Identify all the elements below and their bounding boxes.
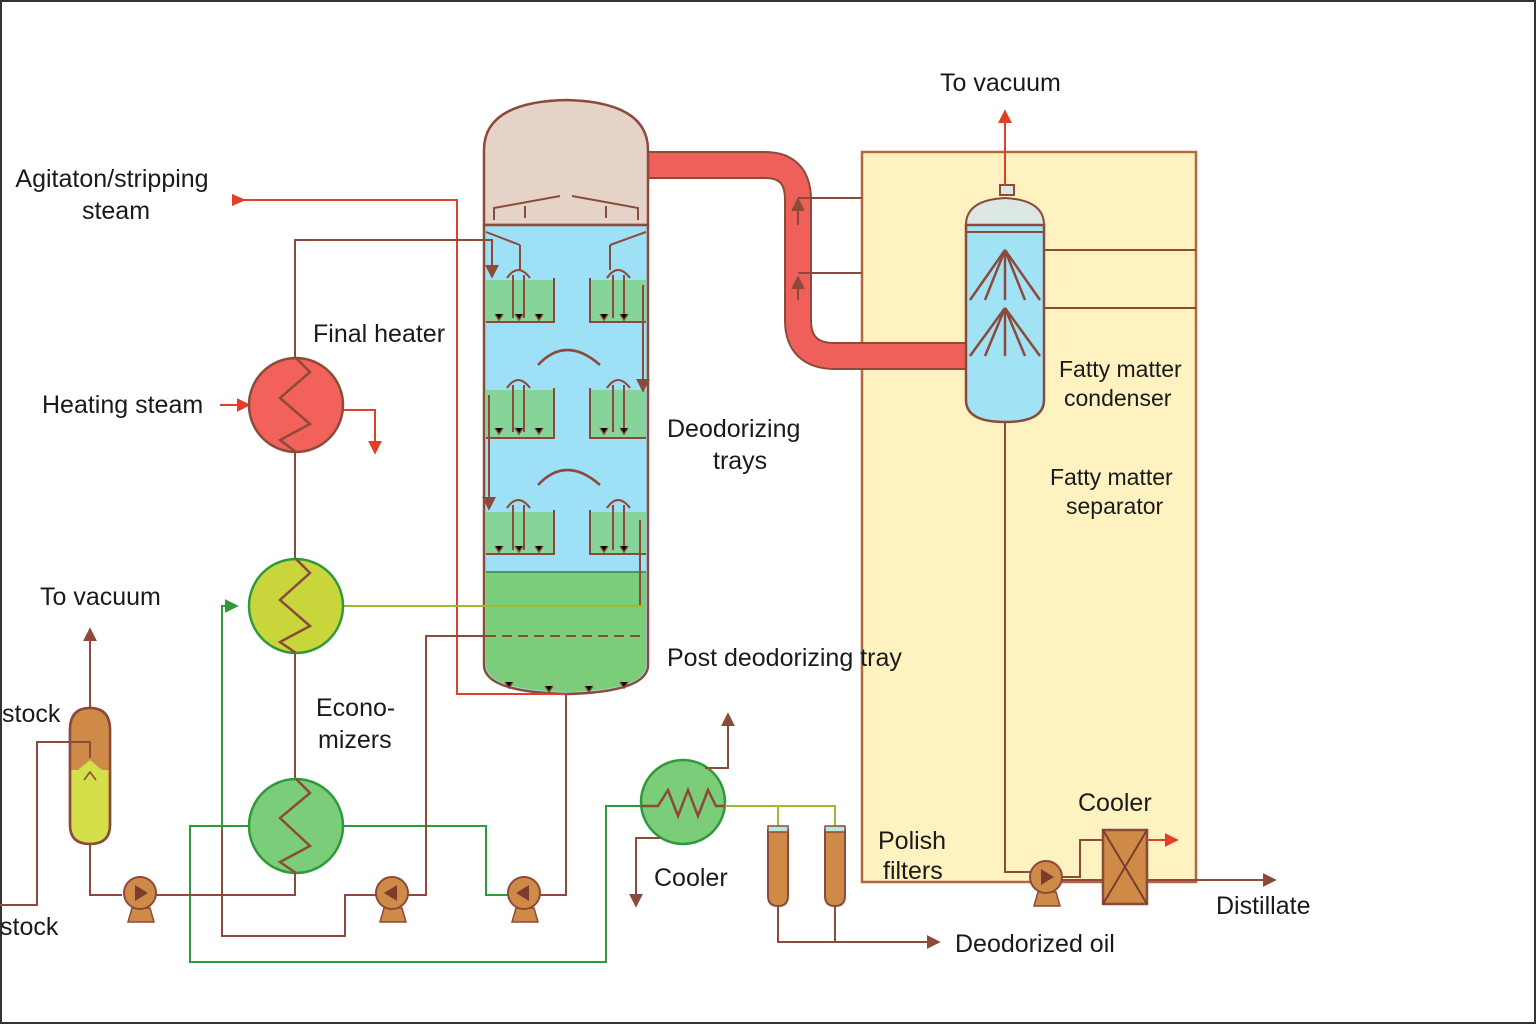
column-bottom-pump: [507, 876, 541, 923]
label-distillate: Distillate: [1216, 892, 1310, 920]
deodorized-oil-cold-line: [189, 805, 641, 963]
label-polish-filters-1: Polish: [878, 827, 946, 855]
feed-pump: [123, 876, 157, 923]
label-stripping-steam-1: Agitaton/stripping: [15, 165, 208, 193]
fatty-matter-condenser: [964, 184, 1046, 424]
label-stripping-steam-2: steam: [82, 197, 150, 225]
label-post-deodorizing-tray: Post deodorizing tray: [667, 644, 902, 672]
polish-filter-2: [824, 825, 846, 908]
final-heater: [247, 356, 345, 454]
economizer-green-line: [343, 825, 508, 896]
label-stock-upper: stock: [2, 700, 61, 728]
column-bottom-draw: [540, 694, 567, 896]
vapor-pipe: [648, 153, 966, 368]
stripping-steam-line: [232, 199, 566, 695]
deodorized-oil-out: [777, 906, 941, 949]
label-final-heater: Final heater: [313, 320, 445, 348]
deodorizer-column: [482, 98, 650, 696]
cooled-oil-line: [725, 805, 779, 826]
economizer-upper: [247, 557, 345, 655]
pump-to-cooler: [1062, 839, 1103, 878]
stripping-steam-arrow: [232, 194, 246, 206]
heating-steam-out: [343, 409, 382, 455]
label-to-vacuum-left: To vacuum: [40, 583, 161, 611]
economizer-lower: [247, 777, 345, 875]
label-fatty-condenser-1: Fatty matter: [1059, 356, 1182, 382]
label-economizers-2: mizers: [318, 726, 392, 754]
label-stock-lower: stock: [0, 913, 59, 941]
condensate-line: [1004, 422, 1030, 873]
label-economizers-1: Econo-: [316, 694, 395, 722]
cooled-oil-line-2: [740, 805, 836, 826]
circulation-pump: [375, 876, 409, 923]
label-to-vacuum-top: To vacuum: [940, 69, 1061, 97]
label-fatty-separator-1: Fatty matter: [1050, 464, 1173, 490]
label-polish-filters-2: filters: [883, 857, 943, 885]
post-tray-line: [408, 635, 486, 896]
cooler-water-out: [705, 712, 735, 769]
distillate-pump: [1029, 860, 1063, 907]
cooler-water-in: [629, 837, 660, 908]
feed-to-pump-line: [89, 844, 122, 896]
cold-oil-line: [221, 599, 239, 830]
pump-return-line: [221, 830, 376, 937]
oil-cooler: [639, 758, 727, 846]
feedstock-vessel: [68, 706, 112, 846]
label-cooler-right: Cooler: [1078, 789, 1152, 817]
oil-feed-line: [294, 239, 499, 826]
feedstock-in-line: [0, 741, 91, 906]
label-deodorizing-trays-1: Deodorizing: [667, 415, 800, 443]
feed-to-economizer-line: [155, 873, 296, 896]
polish-filter-1: [767, 825, 789, 908]
label-fatty-separator-2: separator: [1066, 493, 1164, 519]
distillate-cooler: [1101, 828, 1149, 906]
label-heating-steam: Heating steam: [42, 391, 203, 419]
label-cooler-center: Cooler: [654, 864, 728, 892]
label-deodorizing-trays-2: trays: [713, 447, 767, 475]
label-fatty-condenser-2: condenser: [1064, 385, 1172, 411]
label-deodorized-oil: Deodorized oil: [955, 930, 1115, 958]
